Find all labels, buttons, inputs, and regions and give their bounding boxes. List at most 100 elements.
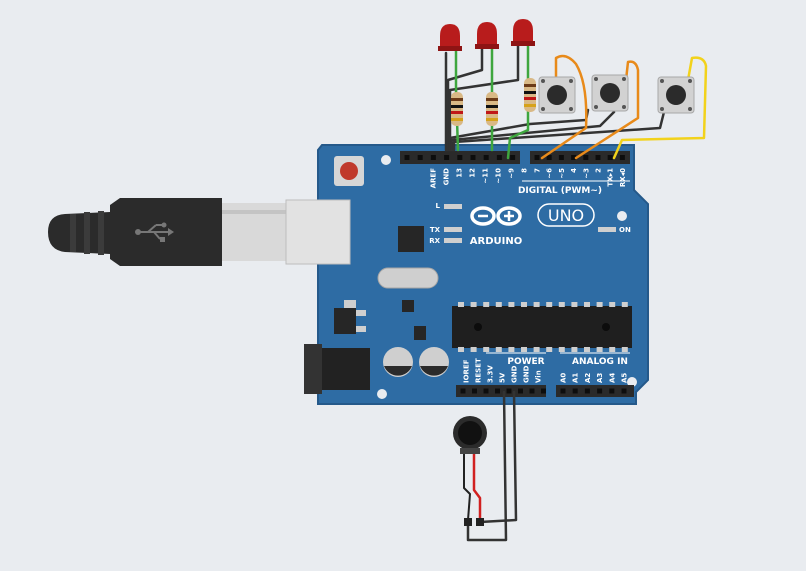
header-hole[interactable] — [607, 155, 613, 160]
resistor-2[interactable] — [486, 92, 498, 126]
header-hole[interactable] — [506, 388, 512, 394]
pin-label: ~5 — [558, 168, 566, 179]
regulator-tab — [356, 326, 366, 332]
header-hole[interactable] — [483, 388, 489, 394]
pin-label: 2 — [595, 168, 603, 173]
model-badge — [537, 203, 595, 227]
pin-label: A3 — [596, 373, 604, 383]
reset-button[interactable] — [340, 162, 358, 180]
chip-pin — [558, 347, 565, 352]
model-text: UNO — [548, 206, 584, 225]
wire-motor-red[interactable] — [472, 448, 482, 524]
wire-led1-anode[interactable] — [454, 46, 460, 152]
header-hole[interactable] — [518, 388, 523, 394]
pin-label: ~10 — [495, 168, 503, 184]
header-hole[interactable] — [417, 155, 423, 160]
chip-pin — [508, 302, 515, 307]
wire-button3-gnd[interactable] — [452, 110, 666, 152]
header-hole[interactable] — [496, 155, 502, 160]
chip-pin — [470, 347, 477, 352]
header-hole[interactable] — [609, 388, 615, 394]
mount-hole — [381, 155, 391, 165]
chip-pins-top — [458, 302, 628, 307]
header-hole[interactable] — [529, 388, 535, 394]
pin-label: 3.3V — [487, 365, 495, 383]
power-jack-front — [304, 344, 322, 394]
pin-label: Vin — [535, 370, 543, 383]
chip-pin — [609, 302, 616, 307]
header-hole[interactable] — [534, 155, 540, 160]
header-hole[interactable] — [546, 155, 552, 160]
resistor-1[interactable] — [451, 92, 463, 126]
usb-cable[interactable] — [48, 198, 286, 266]
capacitor-band — [420, 366, 448, 376]
pin-label: GND — [511, 365, 519, 383]
pin-label: 12 — [469, 168, 477, 178]
wire-motor-5v[interactable] — [478, 390, 518, 524]
resistor-3[interactable] — [524, 78, 536, 112]
label-rx: RX — [429, 237, 440, 245]
chip-pin — [521, 302, 527, 307]
header-hole[interactable] — [572, 388, 578, 394]
wire-led2-cathode[interactable] — [446, 46, 484, 152]
chip-pin — [584, 347, 590, 352]
chip-pin — [584, 302, 590, 307]
mount-hole — [617, 211, 627, 221]
wire-button2-gnd[interactable] — [450, 110, 616, 152]
pin-label: IOREF — [463, 359, 471, 383]
chip-pin — [495, 302, 502, 307]
wire-motor-gnd[interactable] — [466, 390, 508, 542]
chip-pin — [621, 347, 628, 352]
push-button-2[interactable] — [591, 74, 629, 112]
chip-pin — [508, 347, 515, 352]
header-hole[interactable] — [430, 155, 436, 160]
chip-pin — [621, 302, 628, 307]
chip-pin — [596, 302, 603, 307]
header-hole[interactable] — [541, 388, 546, 394]
header-hole[interactable] — [472, 388, 477, 394]
push-button-1[interactable] — [538, 76, 576, 114]
crystal-oscillator — [377, 267, 439, 289]
header-hole[interactable] — [444, 155, 450, 160]
led-2[interactable] — [475, 22, 499, 49]
header-hole[interactable] — [560, 388, 566, 394]
header-hole[interactable] — [558, 155, 564, 160]
regulator-tab — [356, 310, 366, 316]
led-rx-indicator — [444, 238, 462, 243]
label-on: ON — [619, 226, 631, 234]
header-hole[interactable] — [583, 155, 589, 160]
pin-label: A4 — [608, 373, 616, 383]
wire-led3-cathode[interactable] — [448, 43, 520, 152]
pin-label: A1 — [572, 373, 580, 383]
header-hole[interactable] — [404, 155, 410, 160]
wire-button2-signal[interactable] — [574, 60, 640, 160]
header-analog — [556, 385, 634, 397]
vibration-motor[interactable] — [453, 416, 487, 454]
header-hole[interactable] — [510, 155, 516, 160]
header-hole[interactable] — [483, 155, 489, 160]
pin-label: TX▸1 — [607, 168, 615, 187]
led-3[interactable] — [511, 19, 535, 46]
transistor — [414, 326, 426, 340]
header-hole[interactable] — [595, 155, 601, 160]
header-hole[interactable] — [619, 155, 625, 160]
header-hole[interactable] — [571, 155, 577, 160]
wire-button3-signal[interactable] — [612, 56, 708, 160]
header-hole[interactable] — [470, 155, 476, 160]
wire-button1-signal[interactable] — [540, 54, 588, 160]
usb-cable-ridge — [98, 211, 104, 255]
chip-pin — [483, 347, 490, 352]
wire-motor-black[interactable] — [463, 449, 471, 521]
header-hole[interactable] — [457, 155, 463, 160]
header-hole[interactable] — [597, 388, 603, 394]
header-hole[interactable] — [621, 388, 627, 394]
push-button-3[interactable] — [657, 76, 695, 114]
brand-text: ARDUINO — [470, 236, 522, 247]
led-1[interactable] — [438, 24, 462, 51]
header-hole[interactable] — [584, 388, 590, 394]
header-hole[interactable] — [495, 388, 500, 394]
header-hole[interactable] — [460, 388, 466, 394]
